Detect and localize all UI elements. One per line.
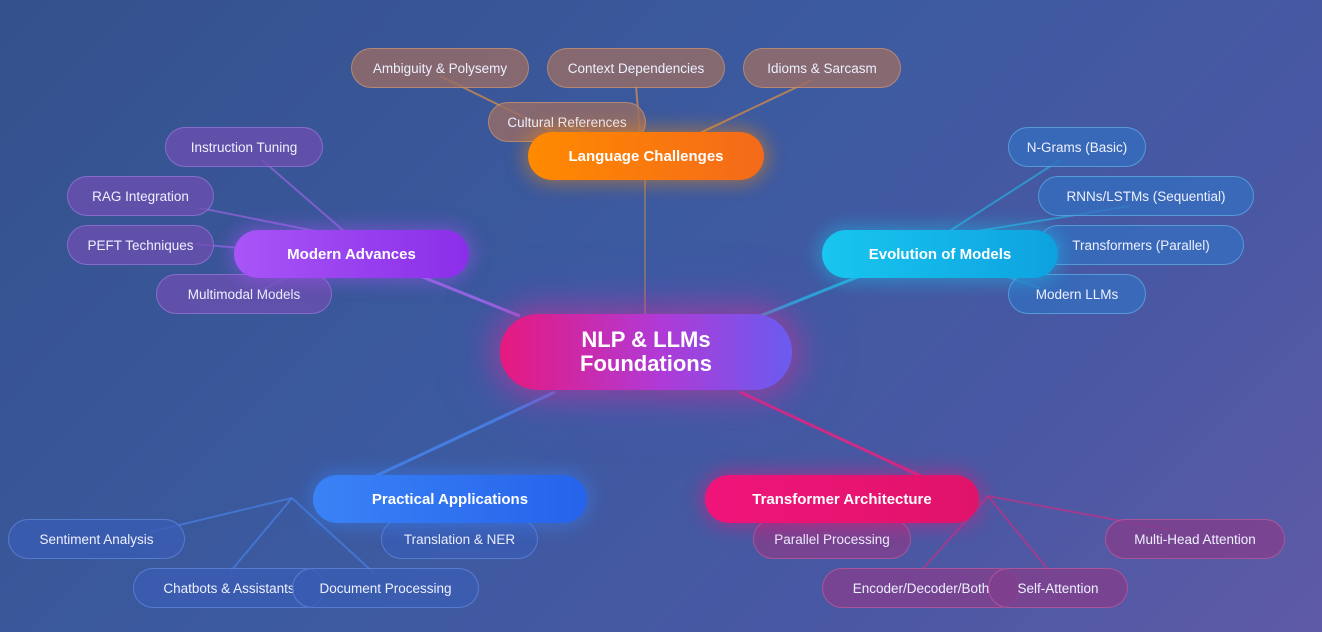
link-modern-rag [199,207,331,235]
branch-evolution-of-models[interactable]: Evolution of Models [822,230,1058,278]
branch-language-challenges[interactable]: Language Challenges [528,132,764,180]
branch-modern-advances[interactable]: Modern Advances [234,230,469,278]
leaf-document-processing[interactable]: Document Processing [292,568,479,608]
leaf-rag-integration[interactable]: RAG Integration [67,176,214,216]
leaf-rnns-lstms[interactable]: RNNs/LSTMs (Sequential) [1038,176,1254,216]
leaf-self-attention[interactable]: Self-Attention [988,568,1128,608]
link-evolution-ngrams [947,159,1061,233]
link-practical-document [291,497,376,575]
link-challenges-idioms [699,79,813,134]
leaf-peft-techniques[interactable]: PEFT Techniques [67,225,214,265]
leaf-multimodal-models[interactable]: Multimodal Models [156,274,332,314]
root-title-line2: Foundations [580,351,712,376]
leaf-ngrams-basic[interactable]: N-Grams (Basic) [1008,127,1146,167]
leaf-modern-llms[interactable]: Modern LLMs [1008,274,1146,314]
leaf-ambiguity-polysemy[interactable]: Ambiguity & Polysemy [351,48,529,88]
leaf-parallel-processing[interactable]: Parallel Processing [753,519,911,559]
link-root-transformer [739,390,941,487]
link-transformer-self [987,495,1051,573]
leaf-translation-ner[interactable]: Translation & NER [381,519,538,559]
root-node[interactable]: NLP & LLMs Foundations [500,314,792,390]
leaf-instruction-tuning[interactable]: Instruction Tuning [165,127,323,167]
leaf-context-dependencies[interactable]: Context Dependencies [547,48,725,88]
leaf-encoder-decoder-both[interactable]: Encoder/Decoder/Both [822,568,1020,608]
link-root-modern [409,270,521,318]
link-root-evolution [759,270,871,318]
leaf-transformers-parallel[interactable]: Transformers (Parallel) [1038,225,1244,265]
link-root-practical [349,390,556,490]
leaf-multi-head-attention[interactable]: Multi-Head Attention [1105,519,1285,559]
leaf-idioms-sarcasm[interactable]: Idioms & Sarcasm [743,48,901,88]
root-title-line1: NLP & LLMs [581,327,711,352]
leaf-sentiment-analysis[interactable]: Sentiment Analysis [8,519,185,559]
branch-transformer-architecture[interactable]: Transformer Architecture [705,475,979,523]
branch-practical-applications[interactable]: Practical Applications [313,475,587,523]
link-modern-instruction [261,159,346,233]
link-practical-chatbots [229,497,293,573]
